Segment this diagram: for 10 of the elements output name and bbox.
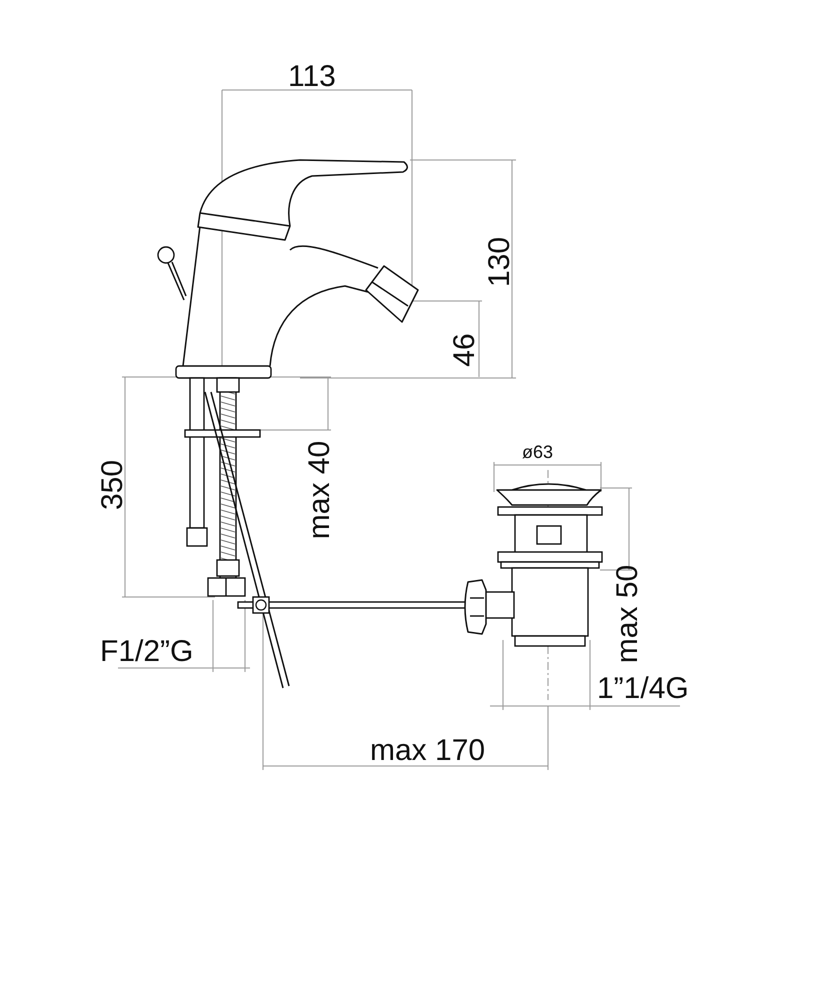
dimension-label: 1”1/4G [597, 674, 689, 704]
dimension-label: 113 [288, 62, 336, 92]
dimension-label: 350 [98, 460, 128, 510]
dimension-label: 130 [485, 236, 515, 288]
dimension-label: 46 [450, 333, 480, 367]
dimension-label: ø63 [522, 443, 554, 461]
dimension-label: max 50 [613, 564, 643, 664]
dimension-label: max 170 [370, 736, 486, 766]
dimension-label: max 40 [305, 440, 335, 540]
dimension-label: F1/2”G [100, 637, 194, 667]
